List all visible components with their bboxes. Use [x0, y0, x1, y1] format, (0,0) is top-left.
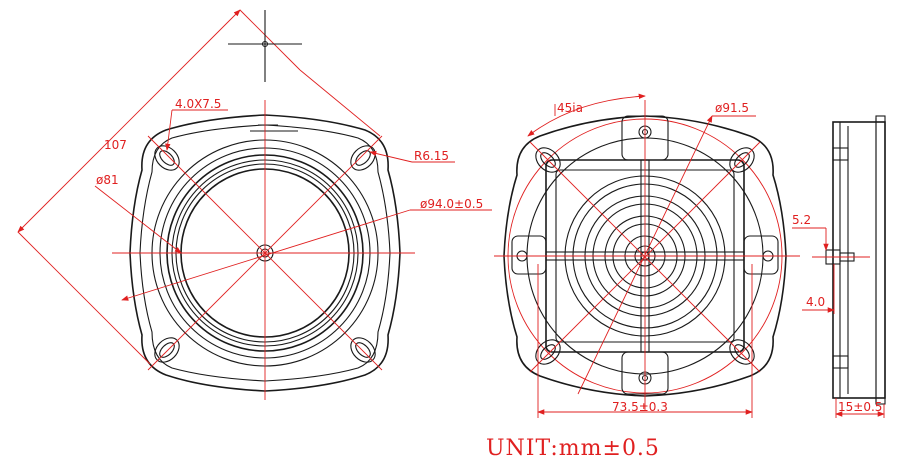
label-width-735: 73.5±0.3 — [612, 400, 668, 414]
back-flange-outline — [503, 115, 787, 397]
side-view — [792, 115, 886, 418]
label-r615: R6.15 — [414, 149, 449, 163]
dim-107-line — [17, 9, 241, 233]
side-rim — [875, 115, 886, 405]
leader-phi81 — [94, 185, 182, 254]
label-phi94: ø94.0±0.5 — [420, 197, 483, 211]
front-flange-outline — [129, 114, 401, 392]
side-step-bottom — [832, 355, 849, 369]
label-slot-size: 4.0X7.5 — [175, 97, 221, 111]
label-107: 107 — [104, 138, 127, 152]
label-phi81: ø81 — [96, 173, 119, 187]
side-step-top — [832, 147, 849, 161]
side-body — [832, 121, 886, 399]
label-angle45: 45ia — [557, 101, 583, 115]
front-view — [17, 9, 492, 400]
label-phi915: ø91.5 — [715, 101, 749, 115]
leader-r615 — [369, 150, 413, 163]
leader-slot — [165, 109, 173, 151]
front-centerline-d2 — [147, 135, 383, 371]
label-40: 4.0 — [806, 295, 825, 309]
dim-107-ext-top-2 — [299, 69, 381, 137]
dim-107-ext-bottom — [17, 231, 151, 365]
label-thickness: 15±0.5 — [838, 400, 882, 414]
back-centerline-d2 — [529, 141, 761, 373]
label-52: 5.2 — [792, 213, 811, 227]
leader-phi915 — [577, 115, 713, 395]
unit-note: UNIT:mm±0.5 — [486, 436, 660, 461]
back-view — [494, 93, 800, 418]
dim-45-arc — [527, 93, 646, 137]
crosshair-dot — [261, 40, 269, 48]
dim-107-ext-top — [239, 9, 301, 71]
dimension-labels: 107 4.0X7.5 ø81 R6.15 ø94.0±0.5 45ia ø91… — [96, 97, 882, 461]
leader-phi94 — [121, 209, 411, 301]
